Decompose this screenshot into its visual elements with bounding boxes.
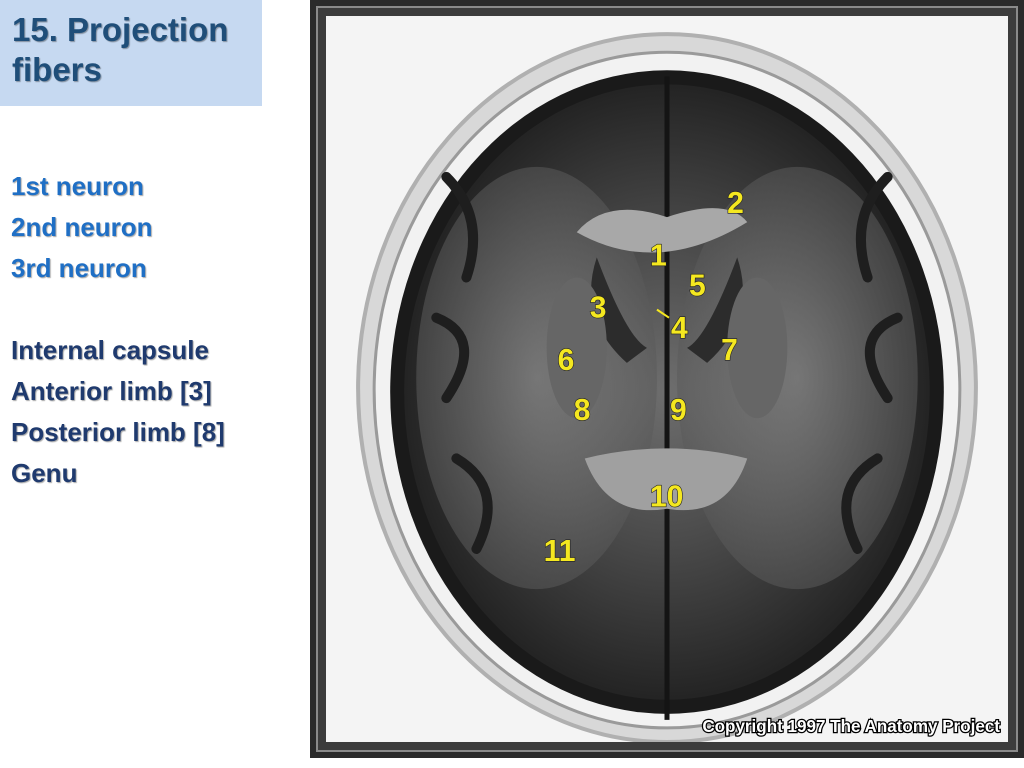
- slide-title: 15. Projection fibers: [12, 10, 262, 90]
- corpus-callosum-genu: [576, 208, 748, 253]
- brain-mri-image: 1 2 3 4 5 6 7 8 9 10 11 Copyright 1997 T…: [326, 16, 1008, 742]
- scan-label-5: 5: [689, 270, 706, 303]
- neuron-item-3: 3rd neuron: [11, 253, 147, 283]
- scan-label-11: 11: [544, 535, 576, 568]
- scan-label-4: 4: [671, 312, 688, 345]
- scan-label-1: 1: [650, 239, 667, 272]
- cortical-sulci: [431, 171, 903, 554]
- label-4-pointer: [656, 308, 670, 319]
- title-line-2: fibers: [12, 51, 102, 88]
- scan-label-10: 10: [650, 481, 683, 514]
- title-box: 15. Projection fibers: [0, 0, 262, 106]
- capsule-anterior-limb: Anterior limb [3]: [11, 376, 212, 406]
- scan-label-8: 8: [574, 394, 591, 427]
- brain-scan-inner: 1 2 3 4 5 6 7 8 9 10 11 Copyright 1997 T…: [316, 6, 1018, 752]
- capsule-list: Internal capsule Anterior limb [3] Poste…: [11, 330, 225, 494]
- neuron-list: 1st neuron 2nd neuron 3rd neuron: [11, 166, 153, 289]
- scan-label-3: 3: [590, 292, 607, 325]
- scan-label-2: 2: [727, 187, 744, 220]
- left-lentiform-nucleus: [546, 277, 607, 419]
- capsule-heading: Internal capsule: [11, 335, 209, 365]
- right-lentiform-nucleus: [727, 277, 788, 419]
- copyright-text: Copyright 1997 The Anatomy Project: [702, 717, 1000, 736]
- neuron-item-2: 2nd neuron: [11, 212, 153, 242]
- capsule-posterior-limb: Posterior limb [8]: [11, 417, 225, 447]
- neuron-item-1: 1st neuron: [11, 171, 144, 201]
- scan-label-7: 7: [721, 334, 738, 367]
- capsule-genu: Genu: [11, 458, 78, 488]
- scan-label-6: 6: [558, 344, 575, 377]
- brain-scan-frame: 1 2 3 4 5 6 7 8 9 10 11 Copyright 1997 T…: [310, 0, 1024, 758]
- corpus-callosum-splenium: [584, 448, 748, 511]
- title-line-1: 15. Projection: [12, 11, 229, 48]
- scan-label-9: 9: [670, 394, 687, 427]
